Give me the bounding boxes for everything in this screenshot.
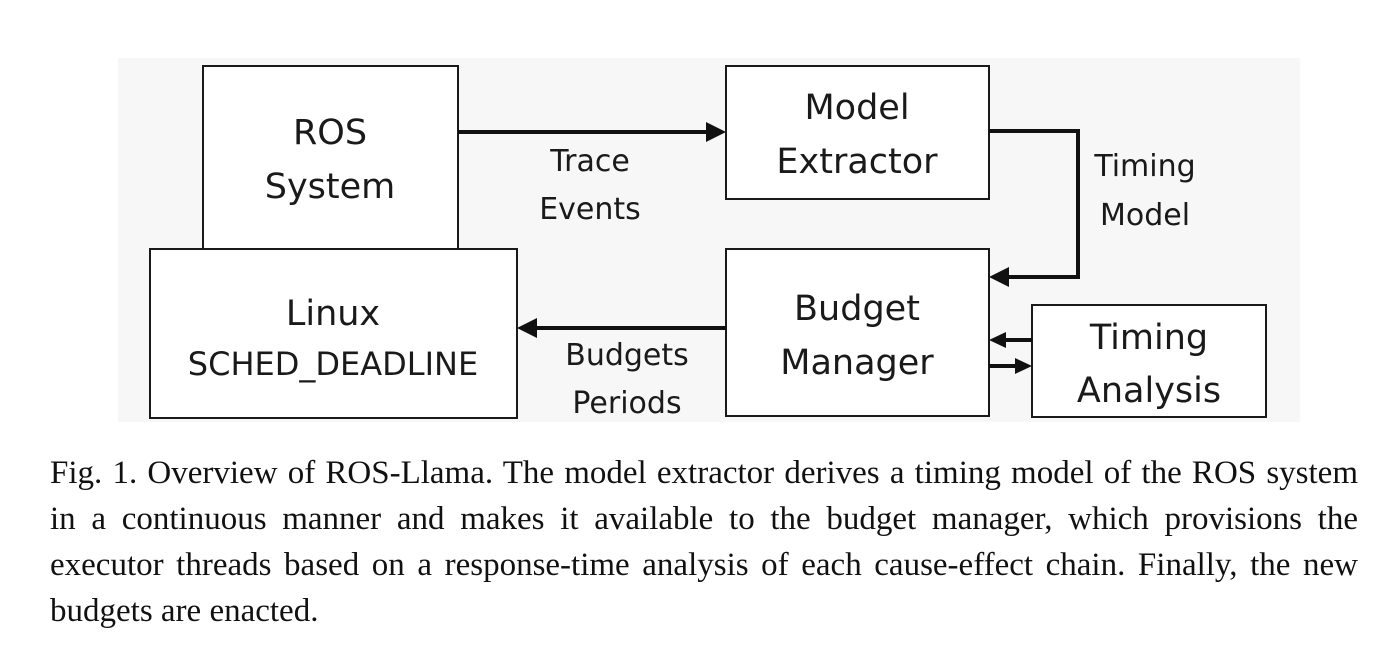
- node-linux-line1: Linux: [286, 294, 380, 334]
- edge-budgets-periods-line2: Periods: [572, 386, 681, 421]
- node-budget-manager: Budget Manager: [725, 248, 990, 417]
- node-ros-system-line1: ROS: [293, 113, 367, 153]
- node-linux-line2: SCHED_DEADLINE: [188, 345, 478, 383]
- edge-timing-model-line1: Timing: [1093, 149, 1195, 184]
- figure-caption: Fig. 1. Overview of ROS-Llama. The model…: [50, 455, 1358, 629]
- edge-budgets-periods: Budgets Periods: [517, 318, 726, 421]
- edge-budgets-periods-line1: Budgets: [565, 338, 689, 373]
- node-model-extractor-line2: Extractor: [776, 142, 938, 182]
- node-timing-analysis-line1: Timing: [1089, 318, 1208, 358]
- edge-timing-model: Timing Model: [989, 129, 1196, 287]
- node-timing-analysis: Timing Analysis: [1031, 304, 1267, 418]
- node-timing-analysis-line2: Analysis: [1077, 371, 1221, 411]
- node-ros-system-line2: System: [265, 167, 396, 207]
- node-linux: Linux SCHED_DEADLINE: [149, 248, 518, 419]
- node-budget-manager-line1: Budget: [794, 289, 920, 329]
- edge-analysis-to-manager: [989, 332, 1032, 348]
- node-budget-manager-line2: Manager: [780, 343, 934, 383]
- edge-trace-events-line2: Events: [539, 192, 641, 227]
- node-ros-system: ROS System: [202, 65, 459, 251]
- architecture-diagram: ROS System Model Extractor Linux SCHED_D…: [149, 65, 1267, 421]
- edge-manager-to-analysis: [989, 358, 1032, 374]
- edge-trace-events: Trace Events: [458, 122, 726, 227]
- edge-trace-events-line1: Trace: [549, 144, 630, 179]
- edge-timing-model-line2: Model: [1100, 198, 1190, 233]
- node-model-extractor-line1: Model: [804, 88, 909, 128]
- node-model-extractor: Model Extractor: [725, 65, 990, 200]
